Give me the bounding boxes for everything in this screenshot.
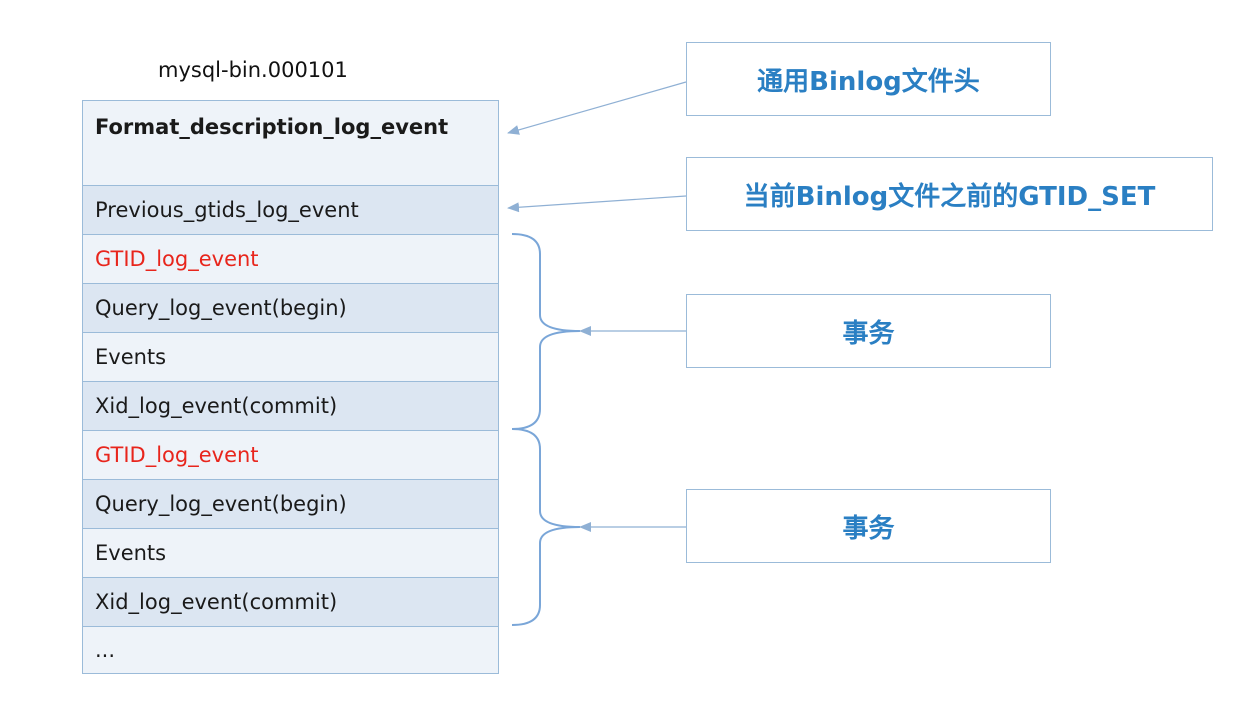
event-row-ellipsis: ...	[83, 627, 498, 673]
event-row-xid-commit: Xid_log_event(commit)	[83, 382, 498, 431]
event-row-format-description: Format_description_log_event	[83, 101, 498, 186]
callout-previous-gtid-set: 当前Binlog文件之前的GTID_SET	[686, 157, 1213, 231]
callout-binlog-header: 通用Binlog文件头	[686, 42, 1051, 116]
event-row-query-begin: Query_log_event(begin)	[83, 284, 498, 333]
event-row-xid-commit: Xid_log_event(commit)	[83, 578, 498, 627]
header-arrow	[507, 81, 687, 135]
callout-transaction-1: 事务	[686, 294, 1051, 368]
binlog-file-name: mysql-bin.000101	[158, 58, 348, 82]
callout-transaction-2: 事务	[686, 489, 1051, 563]
event-row-gtid: GTID_log_event	[83, 235, 498, 284]
previous-gtids-arrow	[507, 195, 687, 213]
transaction-2-brace	[511, 428, 581, 626]
event-row-previous-gtids: Previous_gtids_log_event	[83, 186, 498, 235]
event-row-gtid: GTID_log_event	[83, 431, 498, 480]
binlog-event-stack: Format_description_log_event Previous_gt…	[82, 100, 499, 674]
event-row-events: Events	[83, 333, 498, 382]
transaction-1-brace	[511, 233, 581, 430]
event-row-query-begin: Query_log_event(begin)	[83, 480, 498, 529]
event-row-events: Events	[83, 529, 498, 578]
